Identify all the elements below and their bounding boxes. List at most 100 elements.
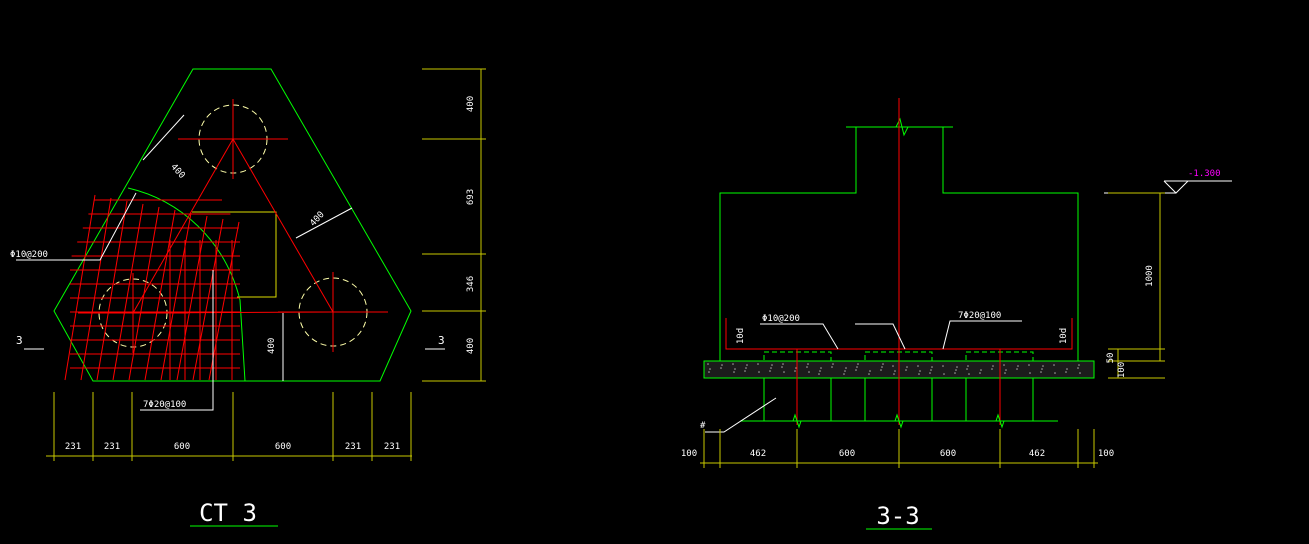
- blinding-hatch-dot: [1065, 371, 1067, 373]
- blinding-hatch-dot: [1004, 372, 1006, 374]
- blinding-hatch-dot: [807, 363, 809, 365]
- blinding-hatch-dot: [967, 365, 969, 367]
- blinding-hatch-dot: [1040, 371, 1042, 373]
- blinding-hatch-dot: [857, 363, 859, 365]
- section-hook-right: 10d: [1059, 328, 1069, 344]
- section-dim-100-right-vertical: 100: [1117, 362, 1127, 378]
- blinding-hatch-dot: [882, 363, 884, 365]
- pile-break-symbol: [894, 413, 904, 429]
- blinding-hatch-dot: [782, 363, 784, 365]
- section-bottom-dim-1: 100: [681, 449, 697, 459]
- plan-rebar-diagonal: [160, 212, 192, 381]
- section-bottom-dim-2: 462: [750, 449, 766, 459]
- blinding-hatch-dot: [942, 365, 944, 367]
- plan-dim-400-c: 400: [267, 338, 277, 354]
- blinding-hatch-dot: [733, 371, 735, 373]
- blinding-hatch-dot: [744, 370, 746, 372]
- blinding-hatch-dot: [919, 370, 921, 372]
- blinding-hatch-dot: [968, 373, 970, 375]
- plan-geometry: [16, 68, 486, 527]
- blinding-hatch-dot: [795, 367, 797, 369]
- blinding-hatch-dot: [1028, 364, 1030, 366]
- rebar-region-boundary: [127, 187, 246, 382]
- blinding-hatch-dot: [831, 366, 833, 368]
- blinding-hatch-dot: [721, 364, 723, 366]
- section-view: -1.300 1000 50 100 Φ10@200 7Φ20@100 10d …: [681, 98, 1232, 530]
- section-hook-left: 10d: [736, 328, 746, 344]
- plan-rebar-diagonal: [80, 197, 112, 381]
- blinding-hatch-dot: [770, 367, 772, 369]
- blinding-hatch-dot: [757, 363, 759, 365]
- blinding-hatch-dot: [794, 370, 796, 372]
- section-rebar-leader-right: [942, 320, 1022, 350]
- blinding-hatch-dot: [892, 365, 894, 367]
- section-bottom-dim-5: 462: [1029, 449, 1045, 459]
- blinding-hatch-dot: [845, 367, 847, 369]
- blinding-hatch-dot: [855, 369, 857, 371]
- pile-mark-leader: [705, 397, 777, 433]
- blinding-hatch-dot: [1077, 367, 1079, 369]
- section-bottom-dim-3: 600: [839, 449, 855, 459]
- section-rebar-leader-left: [760, 323, 839, 350]
- blinding-hatch-dot: [843, 373, 845, 375]
- plan-rebar-label-top: Φ10@200: [10, 250, 48, 260]
- blinding-hatch-dot: [808, 371, 810, 373]
- blinding-hatch-dot: [966, 368, 968, 370]
- blinding-hatch-dot: [1003, 364, 1005, 366]
- blinding-hatch-dot: [745, 367, 747, 369]
- blinding-hatch-dot: [918, 373, 920, 375]
- section-height-dim: 1000: [1145, 265, 1155, 287]
- plan-bottom-dim-1: 231: [65, 442, 81, 452]
- blinding-hatch-dot: [881, 366, 883, 368]
- blinding-hatch-dot: [844, 370, 846, 372]
- blinding-hatch-dot: [758, 371, 760, 373]
- blinding-hatch-dot: [1017, 365, 1019, 367]
- section-dim-50: 50: [1106, 353, 1116, 364]
- plan-bottom-dim-6: 231: [384, 442, 400, 452]
- section-elevation-label: -1.300: [1188, 169, 1221, 179]
- section-rebar-label-left: Φ10@200: [762, 314, 800, 324]
- plan-section-mark-left: 3: [16, 334, 23, 347]
- blinding-hatch-dot: [992, 365, 994, 367]
- blinding-hatch-dot: [929, 372, 931, 374]
- blinding-hatch-dot: [819, 370, 821, 372]
- blinding-hatch-dot: [979, 372, 981, 374]
- blinding-hatch-dot: [709, 368, 711, 370]
- blinding-hatch-dot: [1066, 368, 1068, 370]
- plan-dim-line-a: [142, 114, 185, 161]
- plan-rebar-diagonal: [176, 215, 208, 381]
- section-bottom-dim-4: 600: [940, 449, 956, 459]
- blinding-hatch-dot: [931, 366, 933, 368]
- blinding-hatch-dot: [1041, 368, 1043, 370]
- blinding-hatch-dot: [734, 368, 736, 370]
- blinding-hatch-dot: [820, 367, 822, 369]
- blinding-hatch-dot: [943, 373, 945, 375]
- plan-rebar-diagonal: [96, 200, 128, 381]
- section-title: 3-3: [876, 502, 919, 530]
- plan-bottom-dim-3: 600: [174, 442, 190, 452]
- blinding-hatch-dot: [1079, 372, 1081, 374]
- blinding-hatch-dot: [720, 367, 722, 369]
- blinding-hatch-dot: [868, 373, 870, 375]
- blinding-hatch-dot: [1054, 372, 1056, 374]
- blinding-hatch-dot: [783, 371, 785, 373]
- plan-dim-400-b: 400: [308, 210, 326, 229]
- blinding-hatch-dot: [917, 365, 919, 367]
- section-rebar-label-right: 7Φ20@100: [958, 311, 1001, 321]
- column-outline: [192, 211, 277, 298]
- blinding-hatch-dot: [980, 369, 982, 371]
- plan-rebar-diagonal: [64, 194, 96, 381]
- blinding-hatch-dot: [905, 369, 907, 371]
- blinding-hatch-dot: [869, 370, 871, 372]
- blinding-hatch-dot: [1042, 365, 1044, 367]
- plan-rebar-diagonal: [112, 203, 144, 381]
- blinding-hatch-dot: [769, 370, 771, 372]
- blinding-hatch-dot: [954, 372, 956, 374]
- plan-rebar-leader-bottom: [140, 270, 214, 411]
- plan-right-dim-1: 400: [466, 96, 476, 112]
- blinding-hatch-dot: [781, 366, 783, 368]
- plan-view: Φ10@200 7Φ20@100 400 400 400 3 3 400 693…: [10, 68, 486, 527]
- blinding-hatch-dot: [1053, 364, 1055, 366]
- blinding-hatch-dot: [818, 373, 820, 375]
